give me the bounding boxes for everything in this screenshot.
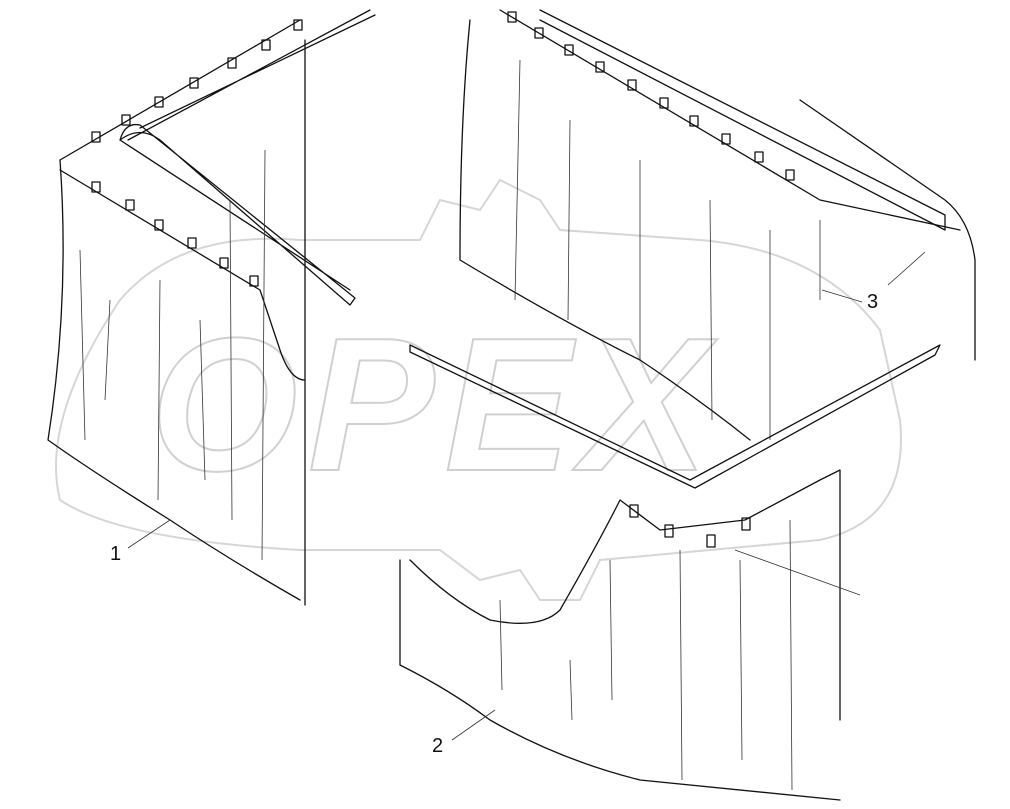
svg-text:3: 3 [867,291,878,313]
callout-3: 3 [821,251,926,313]
part-2-curtain [399,344,941,801]
clips-row [91,19,303,287]
part-3-curtain [459,9,976,441]
svg-text:1: 1 [110,543,121,565]
callout-1: 1 [110,519,171,565]
callout-2: 2 [432,709,496,757]
part-1-curtain [47,9,376,606]
svg-text:2: 2 [432,735,443,757]
watermark: OPEX [55,178,902,601]
watermark-text: OPEX [150,299,718,511]
